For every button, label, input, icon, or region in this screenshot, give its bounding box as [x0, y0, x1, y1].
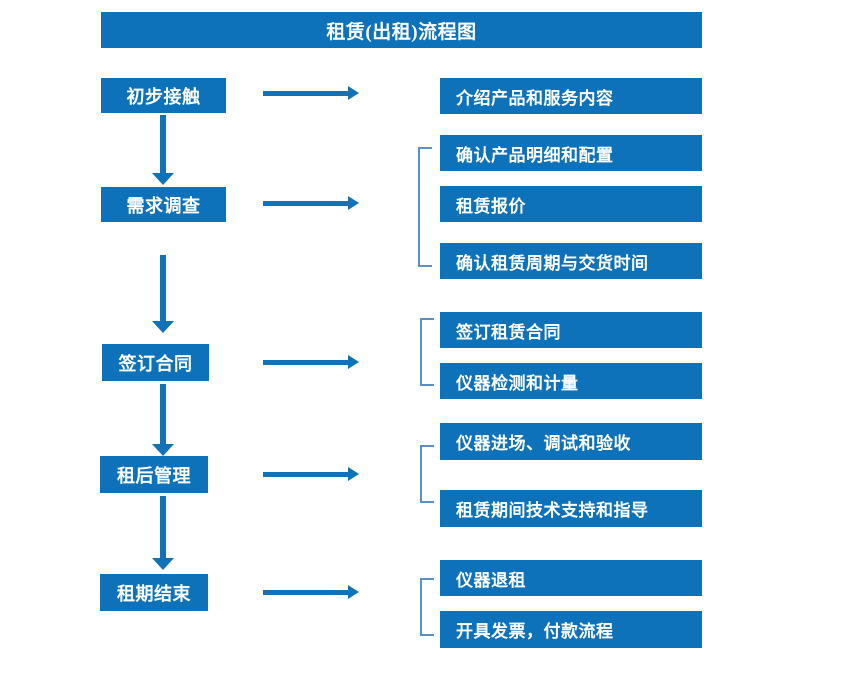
- arrow-shaft: [160, 115, 166, 173]
- arrow-shaft: [160, 255, 166, 321]
- arrow-shaft: [263, 201, 348, 206]
- stage-to-detail-arrow-4: [263, 465, 359, 485]
- stage-flow-arrow-1-to-2: [152, 115, 174, 185]
- arrow-shaft: [263, 91, 348, 96]
- arrow-shaft: [263, 472, 348, 477]
- detail-node-5-1[interactable]: 仪器退租: [440, 560, 702, 596]
- arrow-head: [152, 173, 174, 185]
- stage-flow-arrow-4-to-5: [152, 496, 174, 570]
- detail-node-2-1[interactable]: 确认产品明细和配置: [440, 135, 702, 171]
- arrow-shaft: [263, 590, 348, 595]
- stage-node-1[interactable]: 初步接触: [101, 78, 226, 113]
- arrow-head: [348, 585, 359, 599]
- detail-node-4-2[interactable]: 租赁期间技术支持和指导: [440, 490, 702, 527]
- stage-node-3[interactable]: 签订合同: [102, 344, 209, 381]
- stage-flow-arrow-3-to-4: [152, 384, 174, 456]
- diagram-title-bar: 租赁(出租)流程图: [101, 12, 702, 48]
- detail-node-2-3[interactable]: 确认租赁周期与交货时间: [440, 243, 702, 279]
- stage-flow-arrow-2-to-3: [152, 255, 174, 333]
- arrow-head: [152, 444, 174, 456]
- arrow-shaft: [263, 360, 348, 365]
- arrow-head: [348, 196, 359, 210]
- arrow-head: [152, 558, 174, 570]
- detail-group-bracket-3: [420, 318, 434, 386]
- arrow-shaft: [160, 496, 166, 558]
- detail-node-3-2[interactable]: 仪器检测和计量: [440, 363, 702, 399]
- stage-to-detail-arrow-1: [263, 84, 359, 104]
- detail-group-bracket-4: [420, 445, 434, 503]
- detail-group-bracket-2: [418, 147, 432, 267]
- detail-group-bracket-5: [420, 578, 434, 636]
- detail-node-4-1[interactable]: 仪器进场、调试和验收: [440, 423, 702, 460]
- stage-node-2[interactable]: 需求调查: [101, 187, 226, 222]
- arrow-shaft: [160, 384, 166, 444]
- stage-node-5[interactable]: 租期结束: [100, 574, 208, 611]
- stage-to-detail-arrow-3: [263, 353, 359, 373]
- arrow-head: [348, 467, 359, 481]
- stage-to-detail-arrow-5: [263, 583, 359, 603]
- arrow-head: [152, 321, 174, 333]
- arrow-head: [348, 355, 359, 369]
- detail-node-1-1[interactable]: 介绍产品和服务内容: [440, 78, 702, 114]
- detail-node-5-2[interactable]: 开具发票，付款流程: [440, 611, 702, 648]
- detail-node-2-2[interactable]: 租赁报价: [440, 186, 702, 222]
- detail-node-3-1[interactable]: 签订租赁合同: [440, 312, 702, 348]
- arrow-head: [348, 86, 359, 100]
- stage-node-4[interactable]: 租后管理: [100, 456, 208, 493]
- stage-to-detail-arrow-2: [263, 194, 359, 214]
